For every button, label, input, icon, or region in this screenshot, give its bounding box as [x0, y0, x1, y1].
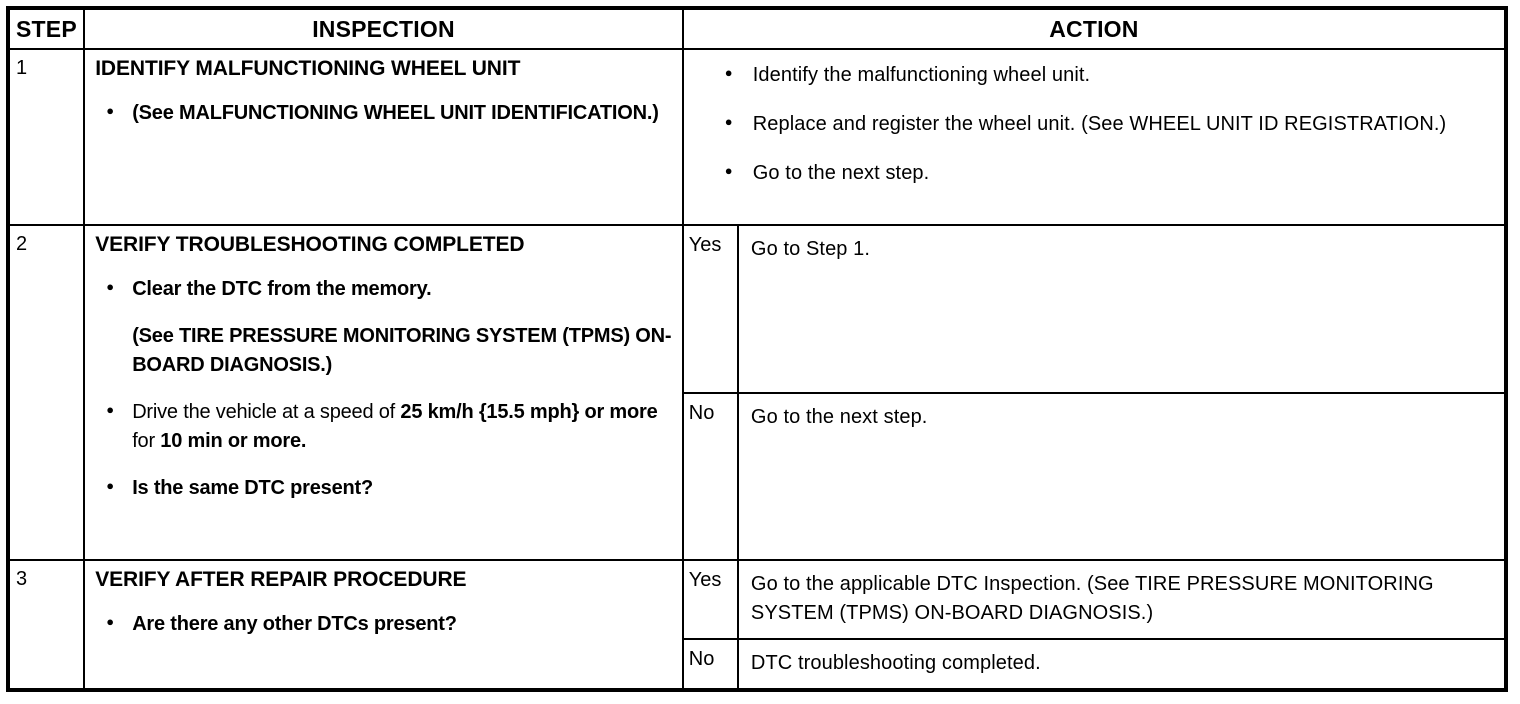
drive-text-part-2: for	[132, 430, 161, 453]
drive-duration-value: 10 min or more.	[160, 430, 307, 453]
action-text: Go to the applicable DTC Inspection. (Se…	[750, 573, 1434, 624]
answer-label-yes: Yes	[681, 559, 739, 640]
inspection-reference-note: (See TIRE PRESSURE MONITORING SYSTEM (TP…	[132, 325, 672, 377]
inspection-bullet-drive-vehicle: Drive the vehicle at a speed of 25 km/h …	[95, 398, 672, 456]
inspection-bullet-list-step-2: Clear the DTC from the memory. (See TIRE…	[95, 275, 672, 503]
inspection-bullet-list-step-3: Are there any other DTCs present?	[95, 610, 672, 639]
drive-text-part-1: Drive the vehicle at a speed of	[132, 401, 401, 424]
action-bullet: Go to the next step.	[696, 159, 1494, 188]
action-bullet: Identify the malfunctioning wheel unit.	[696, 61, 1494, 90]
table-row-step-3-yes: 3 VERIFY AFTER REPAIR PROCEDURE Are ther…	[6, 559, 1508, 691]
action-text: DTC troubleshooting completed.	[750, 652, 1041, 674]
inspection-title-step-3: VERIFY AFTER REPAIR PROCEDURE	[95, 568, 467, 591]
answer-label-no: No	[681, 392, 739, 561]
table-header-row: STEP INSPECTION ACTION	[6, 7, 1508, 50]
action-text: Go to Step 1.	[750, 238, 871, 260]
action-text: Go to the next step.	[750, 406, 928, 428]
inspection-bullet: (See MALFUNCTIONING WHEEL UNIT IDENTIFIC…	[95, 99, 672, 128]
answer-label-no: No	[681, 638, 739, 691]
answer-label-yes: Yes	[681, 224, 739, 394]
inspection-bullet: Clear the DTC from the memory.	[95, 275, 672, 304]
action-bullet-list-step-1: Identify the malfunctioning wheel unit. …	[696, 61, 1494, 188]
action-cell-step-3-no: DTC troubleshooting completed.	[736, 638, 1508, 691]
inspection-title-step-2: VERIFY TROUBLESHOOTING COMPLETED	[95, 233, 525, 256]
table-row-step-2-yes: 2 VERIFY TROUBLESHOOTING COMPLETED Clear…	[6, 224, 1508, 561]
action-cell-step-2-yes: Go to Step 1.	[736, 224, 1508, 394]
table-row-step-3-no: No DTC troubleshooting completed.	[8, 638, 1508, 691]
table-row-step-2-no: No Go to the next step.	[8, 392, 1508, 561]
inspection-bullet: Is the same DTC present?	[95, 474, 672, 503]
inspection-cell-step-3: VERIFY AFTER REPAIR PROCEDURE Are there …	[83, 559, 684, 691]
inspection-cell-step-2: VERIFY TROUBLESHOOTING COMPLETED Clear t…	[83, 224, 684, 561]
column-header-step: STEP	[6, 7, 86, 50]
action-cell-step-1: Identify the malfunctioning wheel unit. …	[681, 48, 1508, 226]
drive-speed-value: 25 km/h {15.5 mph} or more	[400, 401, 658, 424]
step-number-2: 2	[6, 224, 86, 561]
action-bullet: Replace and register the wheel unit. (Se…	[696, 110, 1494, 139]
inspection-cell-step-1: IDENTIFY MALFUNCTIONING WHEEL UNIT (See …	[83, 48, 684, 226]
inspection-bullet-list-step-1: (See MALFUNCTIONING WHEEL UNIT IDENTIFIC…	[95, 99, 672, 128]
step-number-1: 1	[6, 48, 86, 226]
action-cell-step-2-no: Go to the next step.	[736, 392, 1508, 561]
action-cell-step-3-yes: Go to the applicable DTC Inspection. (Se…	[736, 559, 1508, 640]
troubleshooting-table: STEP INSPECTION ACTION 1 IDENTIFY MALFUN…	[6, 6, 1508, 692]
column-header-action: ACTION	[681, 7, 1508, 50]
inspection-title-step-1: IDENTIFY MALFUNCTIONING WHEEL UNIT	[95, 57, 521, 80]
column-header-inspection: INSPECTION	[83, 7, 684, 50]
inspection-bullet: Are there any other DTCs present?	[95, 610, 672, 639]
step-number-3: 3	[6, 559, 86, 691]
table-row-step-1: 1 IDENTIFY MALFUNCTIONING WHEEL UNIT (Se…	[6, 48, 1508, 226]
